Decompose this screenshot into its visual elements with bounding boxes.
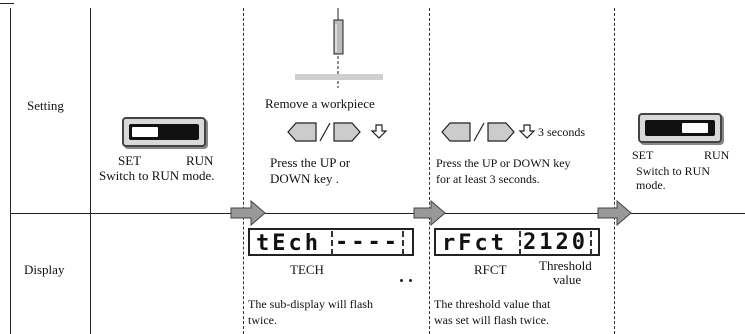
switch-slot — [645, 120, 715, 136]
step3-press-line2: for at least 3 seconds. — [436, 172, 540, 186]
step3-press-line1: Press the UP or DOWN key — [436, 156, 571, 170]
next-step-arrow-icon — [230, 199, 266, 227]
switch-run-label: RUN — [186, 153, 214, 168]
step1-caption: Switch to RUN mode. — [99, 168, 215, 183]
step2-note-line1: The sub-display will flash — [248, 297, 373, 311]
up-down-keys — [287, 122, 388, 142]
switch-slot — [129, 124, 199, 140]
up-down-keys-hold — [441, 122, 536, 142]
display-sub-flashing: ---- — [331, 231, 404, 255]
display-main: rFct — [442, 231, 507, 256]
mode-switch-set — [122, 117, 206, 147]
tech-display: tEch ---- — [248, 228, 414, 256]
step-separator-1 — [243, 8, 244, 334]
rfct-label: RFCT — [474, 262, 507, 277]
transition-arrows — [230, 199, 632, 227]
step2-press-line2: DOWN key . — [270, 171, 339, 186]
switch-knob — [132, 127, 158, 137]
workpiece-plate — [295, 74, 383, 80]
corner-fragment — [0, 3, 14, 4]
mode-switch-run — [638, 113, 722, 143]
step4-caption-line2: mode. — [636, 178, 666, 192]
flash-dots — [400, 279, 414, 283]
switch-knob — [682, 123, 708, 133]
rfct-display: rFct 2120 — [434, 228, 600, 256]
tech-label: TECH — [290, 262, 324, 277]
threshold-value-flashing: 2120 — [519, 231, 592, 255]
step3-note-line2: was set will flash twice. — [434, 313, 549, 327]
press-arrow-icon — [518, 124, 536, 139]
hold-duration: 3 seconds — [538, 125, 585, 139]
column-divider — [90, 8, 91, 334]
switch-set-label: SET — [118, 153, 142, 168]
down-key-icon — [333, 122, 361, 142]
remove-workpiece-caption: Remove a workpiece — [265, 96, 375, 111]
switch-set-label: SET — [632, 148, 654, 162]
step-separator-2 — [429, 8, 430, 334]
table-left-border — [10, 8, 11, 334]
next-step-arrow-icon — [413, 199, 446, 227]
threshold-label-line1: Threshold — [539, 258, 592, 273]
threshold-label-line2: value — [553, 272, 582, 287]
setting-row-label: Setting — [27, 98, 64, 113]
next-step-arrow-icon — [597, 199, 632, 227]
row-divider — [10, 213, 745, 214]
up-key-icon — [441, 122, 471, 142]
sensor-illustration — [295, 8, 383, 88]
down-key-icon — [487, 122, 515, 142]
step-separator-3 — [614, 8, 615, 334]
step4-caption-line1: Switch to RUN — [636, 164, 711, 178]
up-key-icon — [287, 122, 317, 142]
step2-press-line1: Press the UP or — [270, 155, 351, 170]
press-arrow-icon — [370, 124, 388, 139]
step3-note-line1: The threshold value that — [434, 297, 551, 311]
switch-run-label: RUN — [704, 148, 730, 162]
display-row-label: Display — [24, 262, 65, 277]
sensor-icon — [333, 19, 344, 55]
display-main: tEch — [256, 231, 321, 256]
step2-note-line2: twice. — [248, 313, 277, 327]
